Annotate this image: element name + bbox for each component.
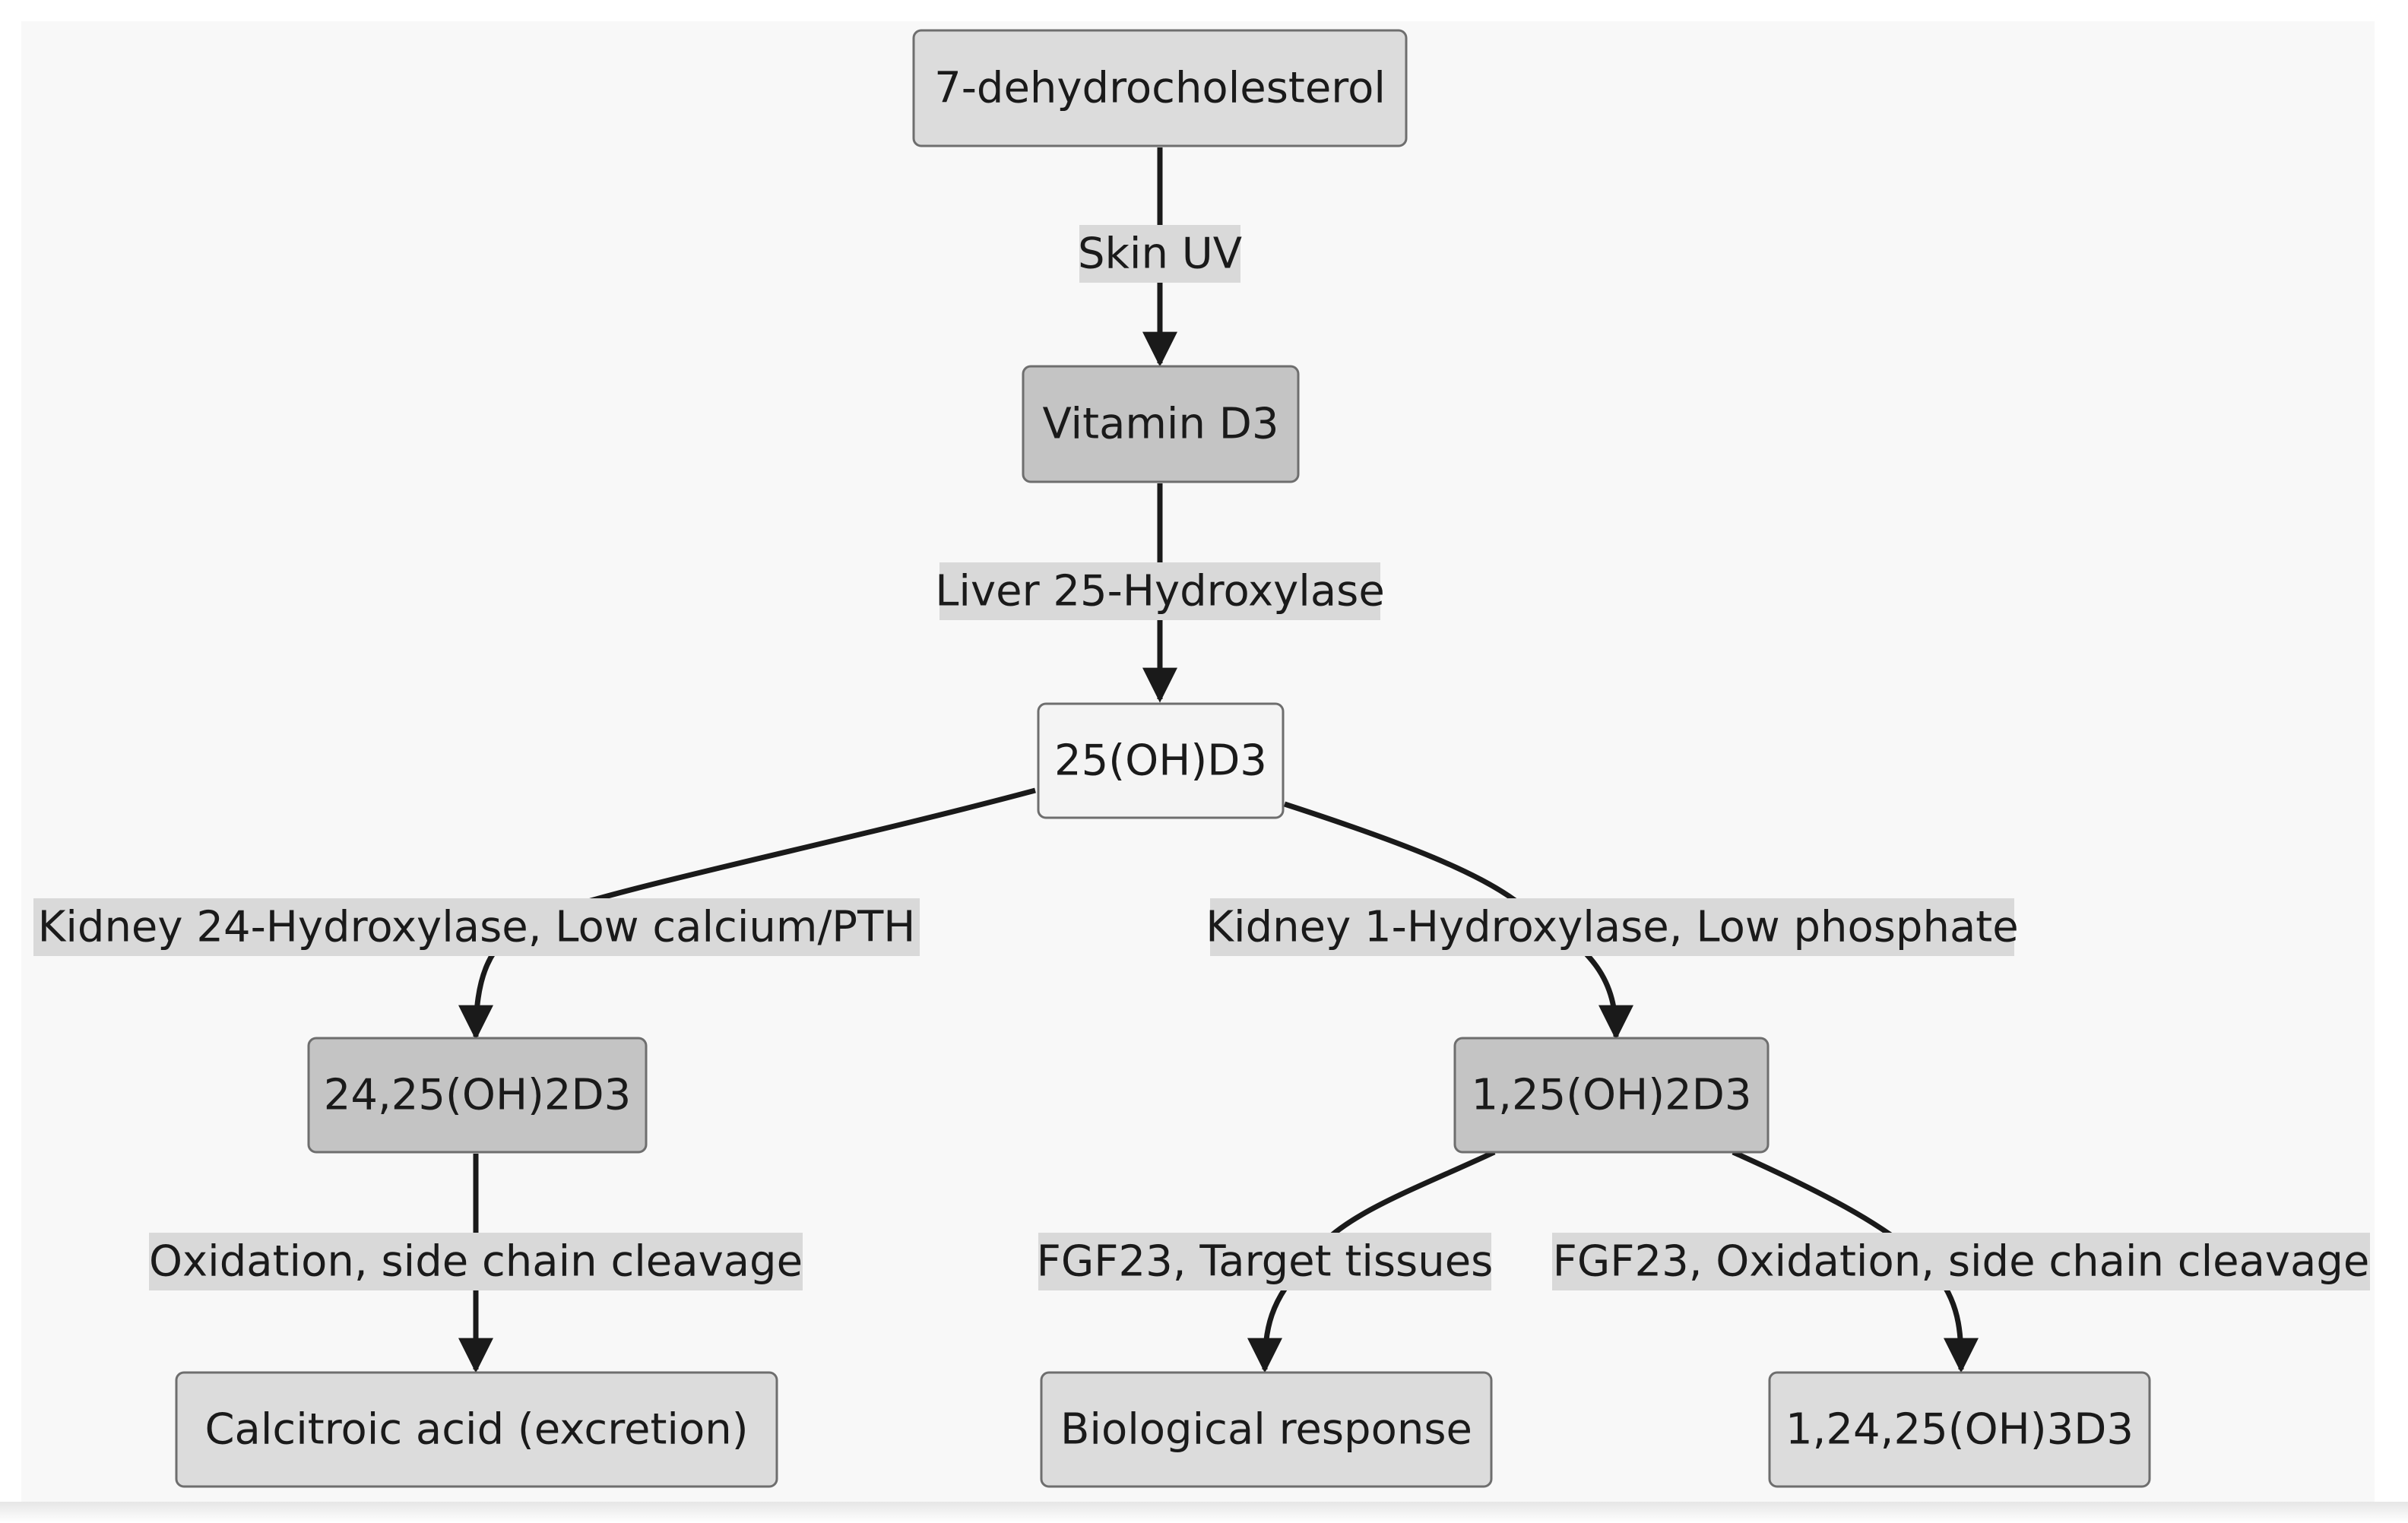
node-label: Calcitroic acid (excretion) — [204, 1405, 748, 1455]
bottom-shade — [0, 1502, 2408, 1523]
edge-label-text: Liver 25-Hydroxylase — [935, 567, 1385, 616]
edge-label-text: FGF23, Target tissues — [1037, 1237, 1494, 1287]
node-label: Vitamin D3 — [1042, 400, 1278, 449]
edge-label-fgf23-oxidation: FGF23, Oxidation, side chain cleavage — [1552, 1233, 2370, 1290]
edge-label-text: Oxidation, side chain cleavage — [149, 1237, 803, 1287]
edge-label-kidney-24-hydroxylase: Kidney 24-Hydroxylase, Low calcium/PTH — [33, 898, 920, 956]
node-1-24-25-oh3d3: 1,24,25(OH)3D3 — [1768, 1371, 2151, 1488]
edge-label-skin-uv: Skin UV — [1078, 225, 1242, 283]
node-vitamin-d3: Vitamin D3 — [1022, 365, 1300, 483]
edge-label-text: Skin UV — [1078, 230, 1242, 279]
node-24-25-oh2d3: 24,25(OH)2D3 — [307, 1037, 648, 1154]
node-label: 1,24,25(OH)3D3 — [1785, 1405, 2134, 1455]
node-label: 25(OH)D3 — [1054, 736, 1267, 786]
edge-label-text: Kidney 1-Hydroxylase, Low phosphate — [1206, 903, 2018, 952]
edge-label-text: FGF23, Oxidation, side chain cleavage — [1553, 1237, 2370, 1287]
node-label: Biological response — [1060, 1405, 1472, 1455]
node-label: 7-dehydrocholesterol — [934, 64, 1386, 113]
edge-label-kidney-1-hydroxylase: Kidney 1-Hydroxylase, Low phosphate — [1206, 898, 2019, 956]
node-1-25-oh2d3: 1,25(OH)2D3 — [1453, 1037, 1770, 1154]
edge-label-fgf23-target: FGF23, Target tissues — [1037, 1233, 1494, 1290]
edge-label-oxidation-cleavage: Oxidation, side chain cleavage — [149, 1233, 803, 1290]
node-calcitroic-acid: Calcitroic acid (excretion) — [175, 1371, 778, 1488]
node-label: 24,25(OH)2D3 — [324, 1071, 632, 1120]
edge-label-text: Kidney 24-Hydroxylase, Low calcium/PTH — [38, 903, 916, 952]
node-7-dehydrocholesterol: 7-dehydrocholesterol — [912, 29, 1408, 147]
node-label: 1,25(OH)2D3 — [1472, 1071, 1752, 1120]
edge-label-liver-25-hydroxylase: Liver 25-Hydroxylase — [935, 562, 1385, 620]
node-biological-response: Biological response — [1040, 1371, 1493, 1488]
node-25-oh-d3: 25(OH)D3 — [1037, 702, 1285, 819]
